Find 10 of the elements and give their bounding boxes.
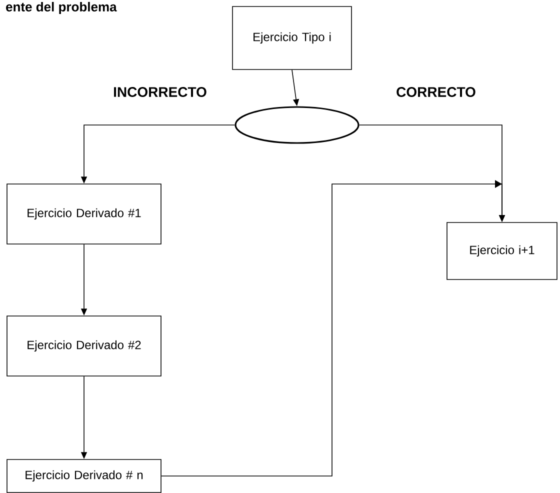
process-box: Ejercicio Derivado # n xyxy=(6,459,162,493)
process-box: Ejercicio Derivado #2 xyxy=(6,316,162,376)
branch-label: INCORRECTO xyxy=(114,87,206,97)
branch-label: CORRECTO xyxy=(396,87,476,97)
title: ente del problema xyxy=(6,2,117,14)
arrow xyxy=(161,184,506,476)
process-box: Ejercicio Derivado #1 xyxy=(6,184,162,244)
process-box: Ejercicio Tipo i xyxy=(232,6,352,70)
process-box: Ejercicio i+1 xyxy=(446,222,558,280)
decision-ellipse xyxy=(234,106,360,144)
